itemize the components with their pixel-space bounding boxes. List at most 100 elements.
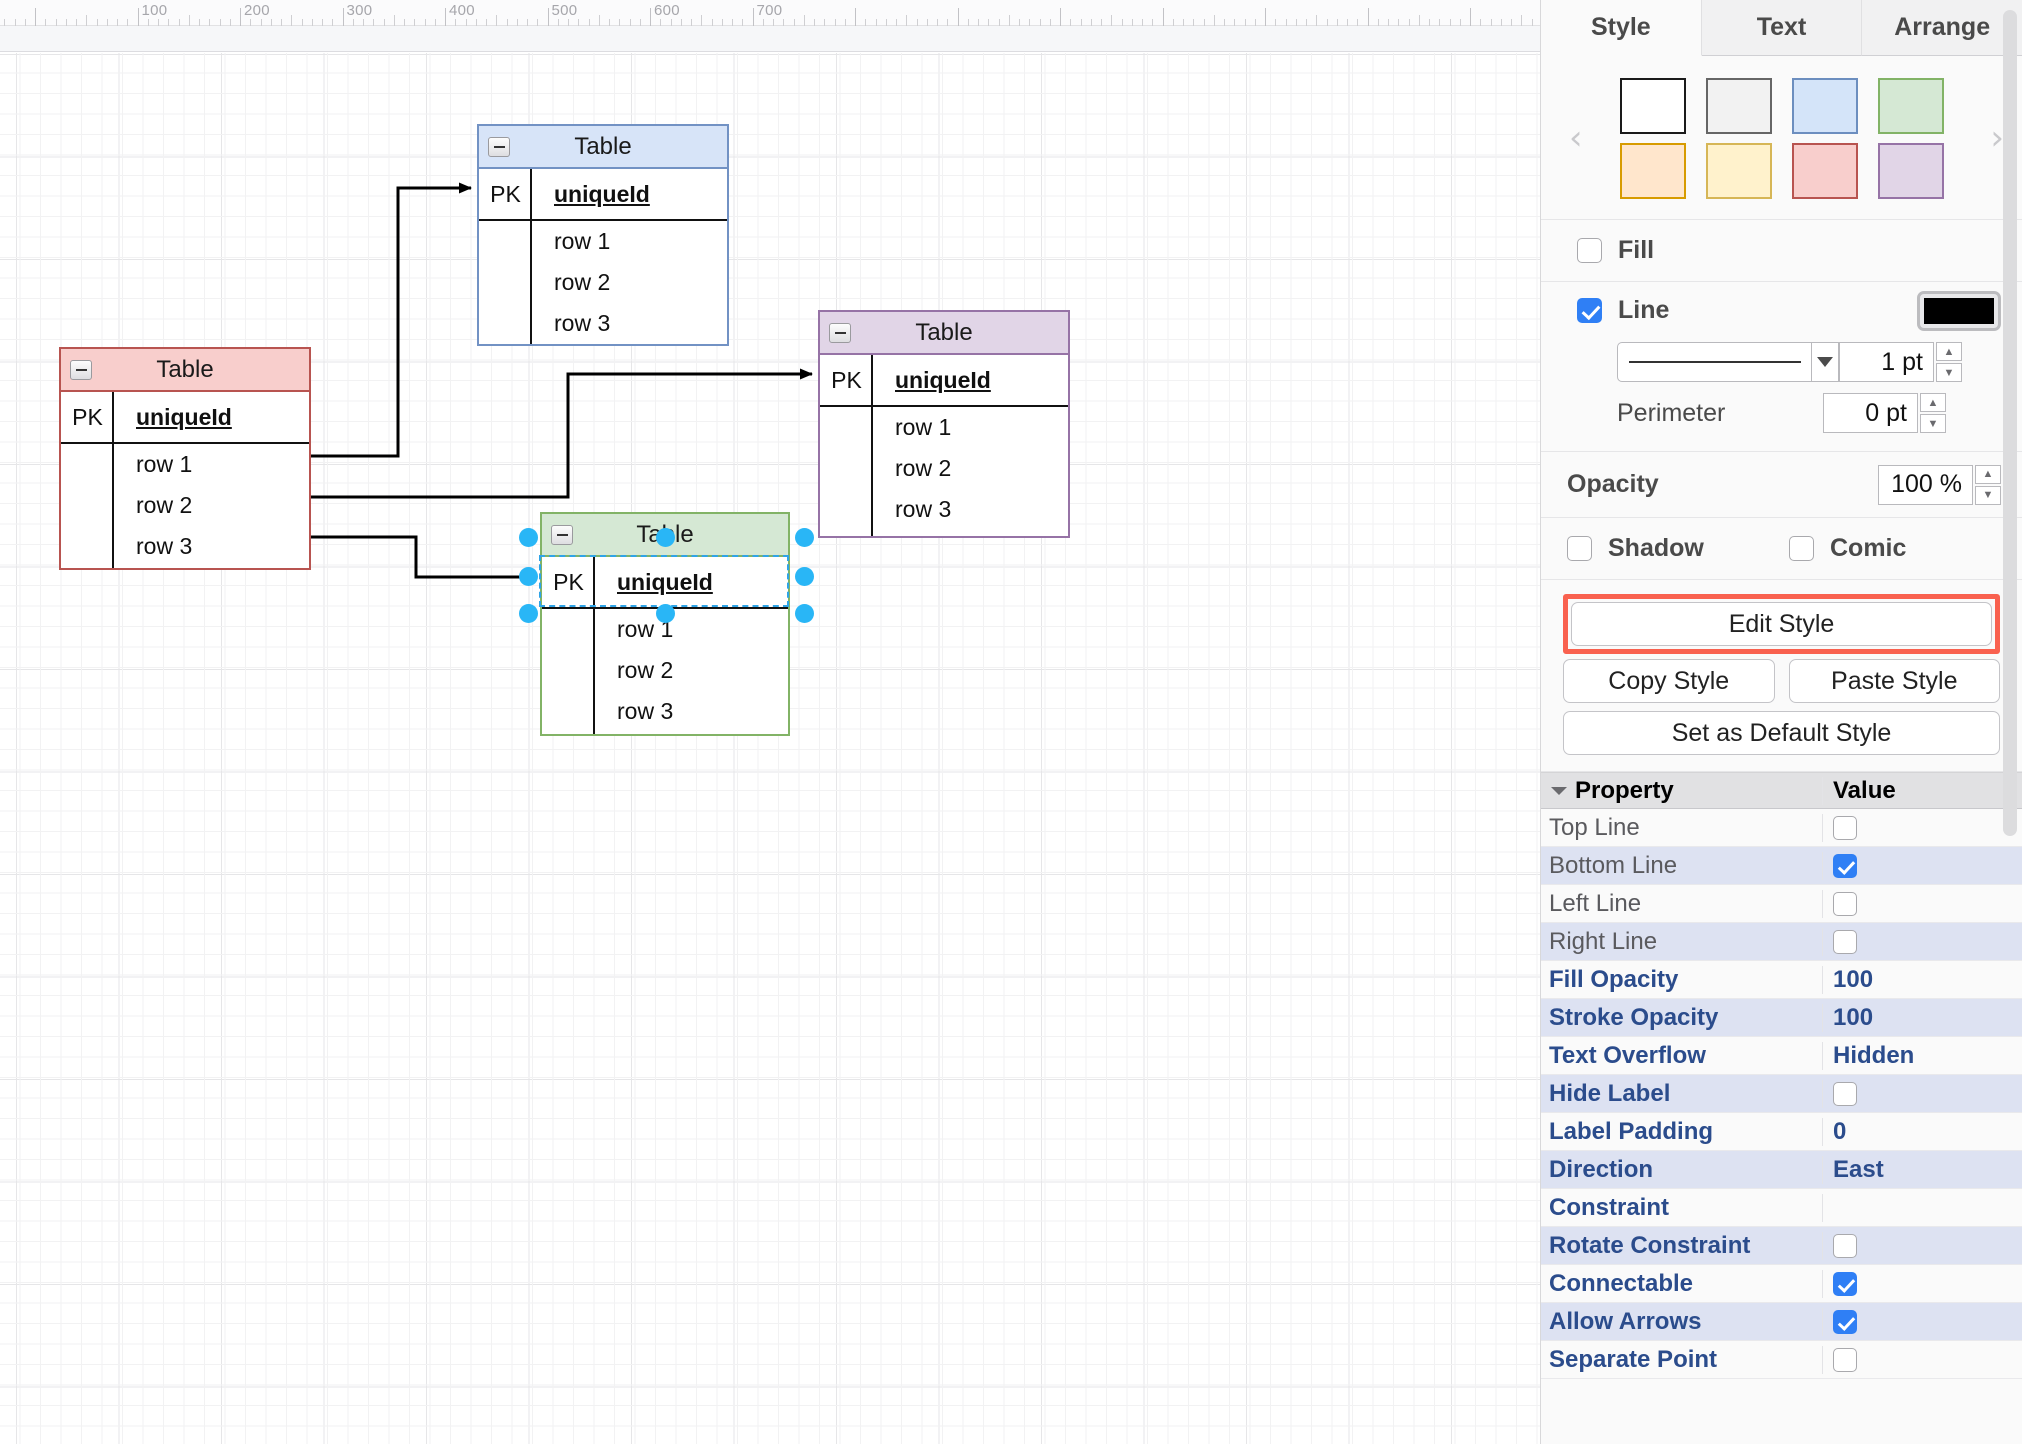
opacity-stepper[interactable]: ▲ ▼ [1975,464,2001,505]
resize-handle[interactable] [795,604,814,623]
tab-style[interactable]: Style [1541,0,1702,56]
copy-style-button[interactable]: Copy Style [1563,659,1775,703]
property-value-cell[interactable]: 0 [1823,1118,2022,1146]
table-pk-row[interactable]: PK uniqueId [61,392,309,444]
property-checkbox[interactable] [1833,815,1857,840]
property-checkbox[interactable] [1833,1081,1857,1106]
property-checkbox[interactable] [1833,891,1857,916]
resize-handle[interactable] [519,604,538,623]
property-row[interactable]: Allow Arrows [1541,1303,2022,1341]
collapse-icon[interactable] [488,136,510,157]
property-column-header[interactable]: Property [1541,776,1823,805]
property-row[interactable]: Bottom Line [1541,847,2022,885]
style-swatch-yellow[interactable] [1705,143,1772,199]
panel-scrollbar-thumb[interactable] [2003,10,2017,836]
stepper-up-icon[interactable]: ▲ [1975,464,2001,484]
table-pk-row[interactable]: PK uniqueId [820,355,1068,407]
property-row[interactable]: Left Line [1541,885,2022,923]
set-default-style-button[interactable]: Set as Default Style [1563,711,2000,755]
comic-checkbox[interactable] [1789,536,1814,561]
paste-style-button[interactable]: Paste Style [1788,659,2000,703]
property-checkbox[interactable] [1833,1271,1857,1296]
property-value-cell[interactable] [1823,815,2022,840]
property-row[interactable]: Constraint [1541,1189,2022,1227]
property-checkbox[interactable] [1833,1233,1857,1258]
property-row[interactable]: Top Line [1541,809,2022,847]
table-header[interactable]: Table [479,126,727,169]
style-swatch-purple[interactable] [1877,143,1944,199]
property-value-cell[interactable]: East [1823,1156,2022,1184]
style-swatch-white[interactable] [1619,78,1686,134]
property-value-cell[interactable]: 100 [1823,966,2022,994]
stepper-up-icon[interactable]: ▲ [1920,393,1946,412]
fill-checkbox[interactable] [1577,238,1602,263]
property-row[interactable]: Stroke Opacity 100 [1541,999,2022,1037]
property-checkbox[interactable] [1833,1309,1857,1334]
stepper-up-icon[interactable]: ▲ [1936,342,1962,361]
table-row[interactable]: row 2 [542,650,788,691]
line-style-dropdown-icon[interactable] [1812,342,1839,382]
line-style-preview[interactable] [1617,342,1812,382]
style-swatch-green[interactable] [1877,78,1944,134]
property-value-cell[interactable]: Hidden [1823,1042,2022,1070]
property-value-cell[interactable]: 100 [1823,1004,2022,1032]
collapse-icon[interactable] [551,524,573,545]
property-value-cell[interactable] [1823,1271,2022,1296]
perimeter-input[interactable]: 0 pt [1823,393,1918,433]
style-swatch-red[interactable] [1791,143,1858,199]
table-row[interactable]: row 1 [61,444,309,485]
property-row[interactable]: Text Overflow Hidden [1541,1037,2022,1075]
stepper-down-icon[interactable]: ▼ [1975,485,2001,505]
resize-handle[interactable] [795,528,814,547]
tab-text[interactable]: Text [1701,0,1863,56]
resize-handle[interactable] [656,604,675,623]
er-table-table-green[interactable]: Table PK uniqueId row 1 row 2 row 3 [540,512,790,736]
property-value-cell[interactable] [1823,1081,2022,1106]
property-checkbox[interactable] [1833,853,1857,878]
property-row[interactable]: Fill Opacity 100 [1541,961,2022,999]
property-row[interactable]: Rotate Constraint [1541,1227,2022,1265]
table-row[interactable]: row 2 [479,262,727,303]
property-row[interactable]: Right Line [1541,923,2022,961]
property-value-cell[interactable] [1823,1347,2022,1372]
er-table-table-blue[interactable]: Table PK uniqueId row 1 row 2 row 3 [477,124,729,346]
property-checkbox[interactable] [1833,1347,1857,1372]
table-header[interactable]: Table [820,312,1068,355]
perimeter-stepper[interactable]: ▲ ▼ [1920,393,1946,433]
table-header[interactable]: Table [61,349,309,392]
value-column-header[interactable]: Value [1833,776,1896,804]
swatch-next-icon[interactable]: › [1990,117,2004,158]
table-row[interactable]: row 2 [820,448,1068,489]
property-row[interactable]: Label Padding 0 [1541,1113,2022,1151]
table-row[interactable]: row 2 [61,485,309,526]
line-checkbox[interactable] [1577,298,1602,323]
property-value-cell[interactable] [1823,1309,2022,1334]
property-value-cell[interactable] [1823,1233,2022,1258]
shadow-checkbox[interactable] [1567,536,1592,561]
table-row[interactable]: row 3 [820,489,1068,530]
table-row[interactable]: row 1 [820,407,1068,448]
table-row[interactable]: row 3 [61,526,309,567]
edit-style-button[interactable]: Edit Style [1571,602,1992,646]
property-value-cell[interactable] [1823,853,2022,878]
property-row[interactable]: Direction East [1541,1151,2022,1189]
table-row[interactable]: row 1 [479,221,727,262]
table-pk-row[interactable]: PK uniqueId [542,557,788,609]
style-swatch-blue[interactable] [1791,78,1858,134]
stepper-down-icon[interactable]: ▼ [1920,414,1946,433]
style-swatch-orange[interactable] [1619,143,1686,199]
table-row[interactable]: row 3 [542,691,788,732]
resize-handle[interactable] [519,528,538,547]
line-width-input[interactable]: 1 pt [1839,342,1934,382]
resize-handle[interactable] [519,567,538,586]
line-width-stepper[interactable]: ▲ ▼ [1936,342,1962,382]
resize-handle[interactable] [795,567,814,586]
tab-arrange[interactable]: Arrange [1862,0,2022,56]
table-pk-row[interactable]: PK uniqueId [479,169,727,221]
line-color-swatch[interactable] [1917,291,2001,331]
property-row[interactable]: Hide Label [1541,1075,2022,1113]
property-value-cell[interactable] [1823,891,2022,916]
er-table-table-purple[interactable]: Table PK uniqueId row 1 row 2 row 3 [818,310,1070,538]
